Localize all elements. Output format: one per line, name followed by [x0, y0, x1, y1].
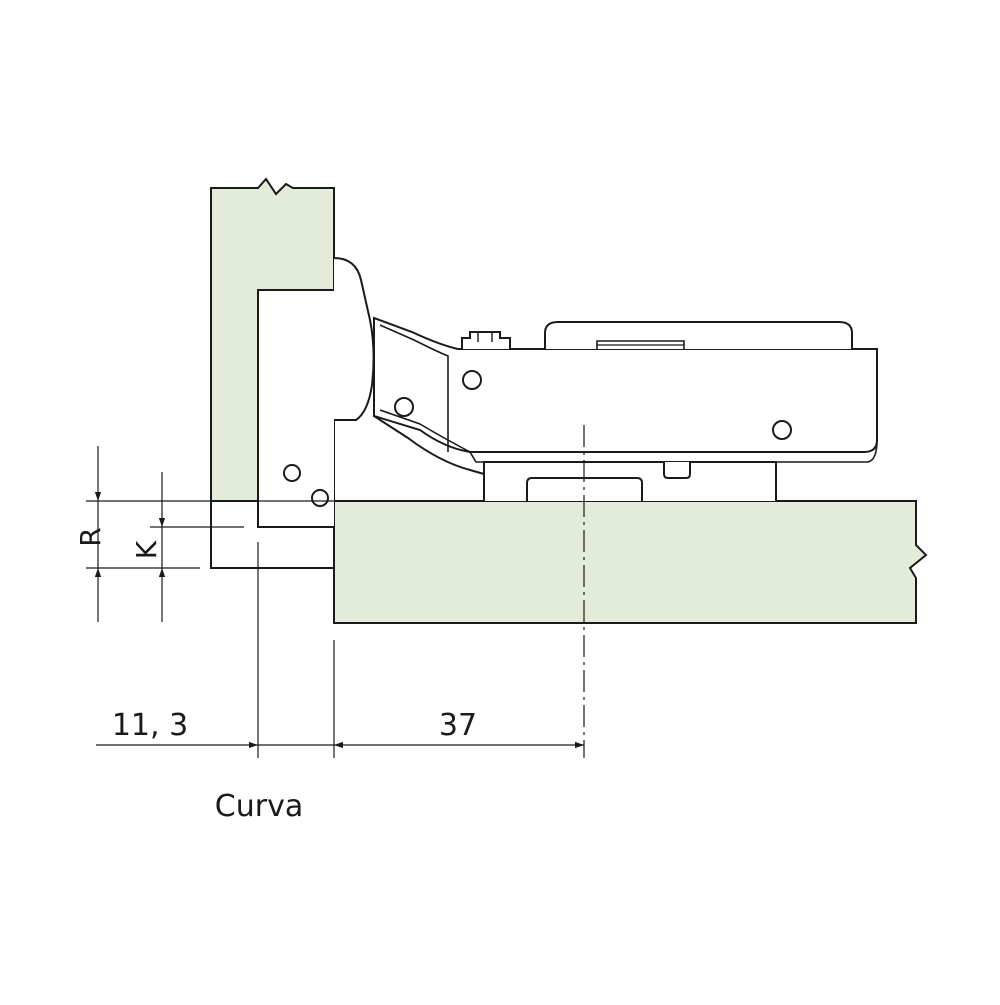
hinge-arm [373, 316, 878, 453]
dim-k-label: K [130, 540, 163, 559]
cabinet-side-panel [333, 500, 928, 624]
hinge-cup [257, 289, 334, 528]
arm-rivet-1 [462, 370, 482, 390]
cup-screw-hole-upper [283, 464, 301, 482]
door-edge-piece [210, 501, 334, 569]
dim-left-label: 11, 3 [112, 708, 188, 743]
adjustment-screw [461, 331, 511, 349]
dim-r-label: R [74, 527, 107, 546]
arm-clip [663, 462, 691, 479]
arm-rivet-2 [394, 397, 414, 417]
dim-right-label: 37 [439, 708, 477, 743]
caption-curva: Curva [215, 789, 303, 824]
arm-rivet-3 [772, 420, 792, 440]
hinge-arm-lower-edge [373, 415, 485, 475]
arm-cover-plate [544, 321, 853, 349]
cup-screw-hole-lower [311, 489, 329, 507]
hinge-knuckle [333, 257, 375, 421]
